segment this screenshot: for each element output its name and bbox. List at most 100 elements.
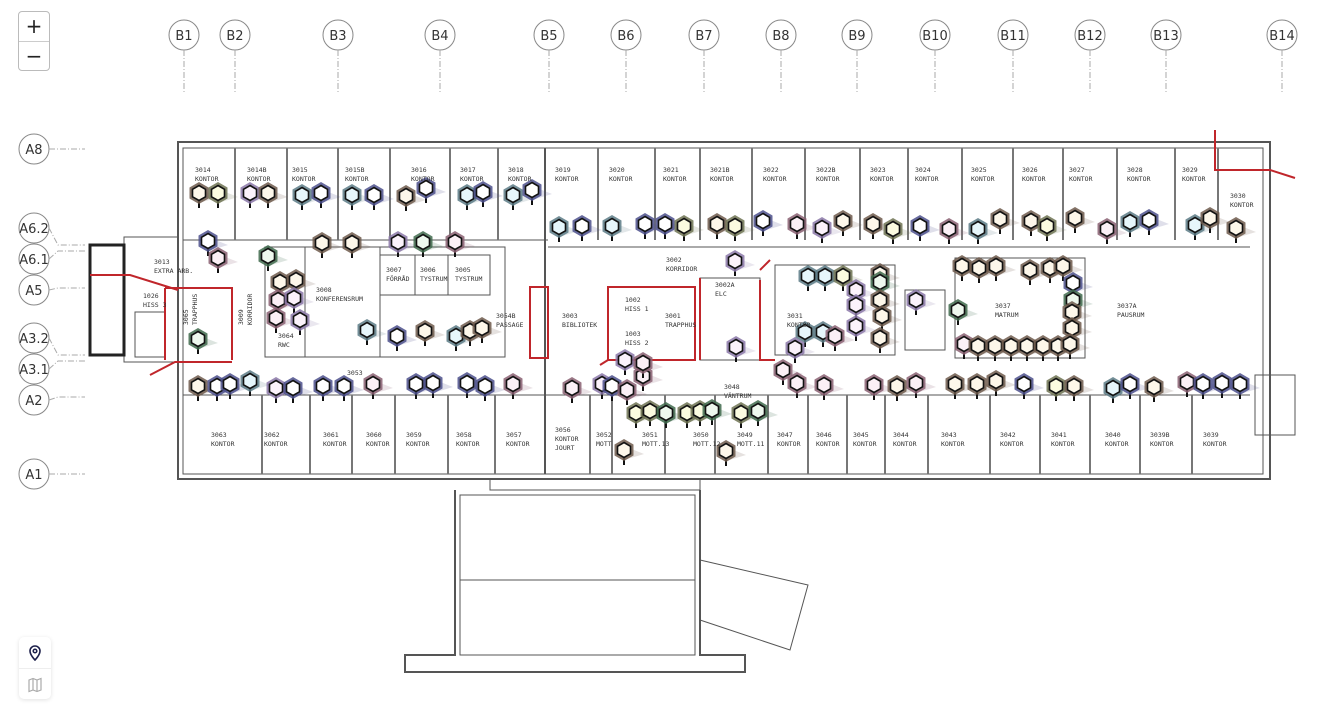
location-marker[interactable]: [364, 184, 395, 210]
location-marker[interactable]: [1065, 207, 1096, 233]
location-marker[interactable]: [748, 400, 779, 426]
location-marker[interactable]: [846, 279, 877, 305]
location-marker[interactable]: [702, 399, 733, 425]
location-marker[interactable]: [969, 257, 1000, 283]
location-marker[interactable]: [864, 374, 895, 400]
location-marker[interactable]: [1120, 373, 1151, 399]
location-marker[interactable]: [270, 271, 301, 297]
location-marker[interactable]: [284, 287, 315, 313]
location-marker[interactable]: [457, 372, 488, 398]
location-marker[interactable]: [614, 439, 645, 465]
location-marker[interactable]: [872, 305, 903, 331]
location-marker[interactable]: [798, 265, 829, 291]
location-marker[interactable]: [906, 289, 937, 315]
location-marker[interactable]: [870, 271, 901, 297]
location-marker[interactable]: [825, 325, 856, 351]
location-marker[interactable]: [602, 215, 633, 241]
location-marker[interactable]: [883, 218, 914, 244]
location-marker[interactable]: [413, 231, 444, 257]
location-marker[interactable]: [726, 336, 757, 362]
location-marker[interactable]: [1097, 218, 1128, 244]
location-marker[interactable]: [870, 327, 901, 353]
location-marker[interactable]: [1139, 209, 1170, 235]
location-marker[interactable]: [833, 210, 864, 236]
location-marker[interactable]: [258, 182, 289, 208]
location-marker[interactable]: [615, 349, 646, 375]
location-marker[interactable]: [773, 359, 804, 385]
location-marker[interactable]: [312, 232, 343, 258]
location-marker[interactable]: [910, 215, 941, 241]
location-marker[interactable]: [208, 182, 239, 208]
location-marker[interactable]: [1060, 333, 1091, 359]
location-marker[interactable]: [311, 182, 342, 208]
location-marker[interactable]: [220, 373, 251, 399]
location-marker[interactable]: [1037, 215, 1068, 241]
location-marker[interactable]: [342, 232, 373, 258]
location-marker[interactable]: [731, 402, 762, 428]
location-marker[interactable]: [1021, 210, 1052, 236]
location-marker[interactable]: [258, 245, 289, 271]
location-marker[interactable]: [967, 373, 998, 399]
location-marker[interactable]: [787, 372, 818, 398]
location-marker[interactable]: [602, 375, 633, 401]
location-marker[interactable]: [785, 337, 816, 363]
location-marker[interactable]: [814, 374, 845, 400]
location-marker[interactable]: [396, 185, 427, 211]
location-marker[interactable]: [522, 179, 553, 205]
location-marker[interactable]: [787, 213, 818, 239]
location-marker[interactable]: [387, 325, 418, 351]
location-marker[interactable]: [473, 181, 504, 207]
location-marker[interactable]: [562, 377, 593, 403]
location-marker[interactable]: [189, 182, 220, 208]
location-marker[interactable]: [968, 218, 999, 244]
location-marker[interactable]: [1230, 373, 1261, 399]
location-marker[interactable]: [283, 377, 314, 403]
location-marker[interactable]: [716, 440, 747, 466]
location-marker[interactable]: [363, 373, 394, 399]
location-marker[interactable]: [990, 208, 1021, 234]
location-marker[interactable]: [198, 230, 229, 256]
location-marker[interactable]: [572, 215, 603, 241]
location-marker[interactable]: [1144, 376, 1175, 402]
location-marker[interactable]: [655, 213, 686, 239]
location-marker[interactable]: [290, 309, 321, 335]
location-marker[interactable]: [423, 372, 454, 398]
location-marker[interactable]: [286, 269, 317, 295]
location-marker[interactable]: [1020, 259, 1051, 285]
location-marker[interactable]: [445, 231, 476, 257]
zoom-out-button[interactable]: −: [25, 44, 43, 68]
